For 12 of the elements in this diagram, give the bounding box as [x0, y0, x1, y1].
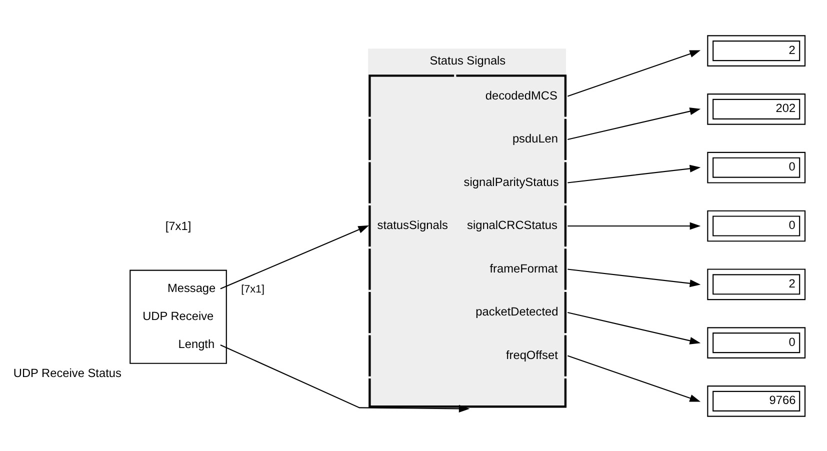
label: [7x1] — [165, 218, 192, 233]
arrow — [568, 268, 701, 287]
arrow — [568, 107, 701, 140]
arrow — [568, 164, 701, 183]
arrow — [220, 344, 470, 412]
arrow — [568, 222, 701, 230]
node-label: UDP Receive Status — [13, 366, 122, 380]
arrow — [567, 50, 701, 96]
arrow — [220, 224, 370, 289]
arrow — [567, 354, 701, 402]
arrow — [568, 312, 701, 344]
edge-label: [7x1] — [241, 283, 265, 296]
